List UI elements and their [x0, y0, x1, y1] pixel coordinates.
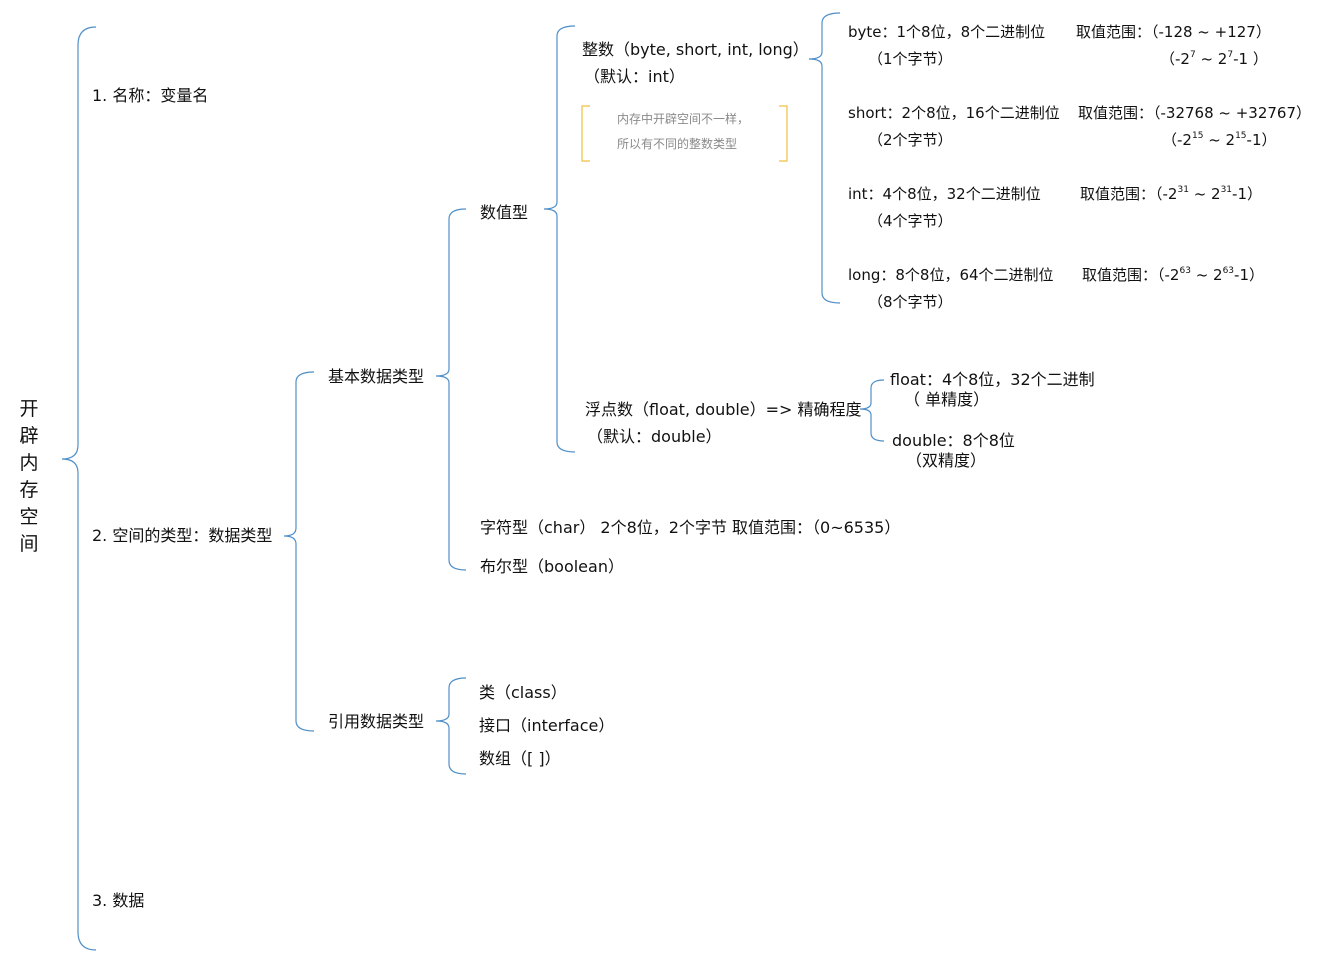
- short-size: （2个字节）: [868, 131, 953, 149]
- node-float: 浮点数（float, double）=> 精确程度: [585, 400, 862, 419]
- float-precision: （ 单精度）: [904, 390, 990, 409]
- root-char: 辟: [19, 425, 39, 447]
- double-precision: （双精度）: [906, 451, 987, 470]
- int-desc: int：4个8位，32个二进制位: [848, 185, 1041, 203]
- node-boolean: 布尔型（boolean）: [480, 557, 624, 576]
- note-bracket-left: [581, 105, 590, 162]
- brace-root: [61, 26, 97, 951]
- node-primitive-types: 基本数据类型: [328, 367, 425, 386]
- node-interface: 接口（interface）: [479, 716, 615, 735]
- root-char: 存: [19, 479, 39, 501]
- long-size: （8个字节）: [868, 293, 953, 311]
- root-char: 开: [19, 398, 39, 420]
- short-desc: short：2个8位，16个二进制位: [848, 104, 1060, 122]
- node-integer: 整数（byte, short, int, long）: [582, 40, 809, 59]
- brace-primitive: [435, 208, 467, 571]
- brace-data-type: [283, 371, 315, 732]
- byte-range-power: （-27 ~ 27-1 ）: [1160, 50, 1268, 68]
- brace-float: [859, 379, 885, 442]
- int-range-power: 取值范围：（-231 ~ 231-1）: [1080, 185, 1262, 203]
- float-default: （默认：double）: [587, 427, 722, 446]
- byte-desc: byte：1个8位，8个二进制位: [848, 23, 1046, 41]
- root-char: 空: [19, 506, 39, 528]
- integer-default: （默认：int）: [584, 67, 685, 86]
- long-desc: long：8个8位，64个二进制位: [848, 266, 1054, 284]
- brace-numeric: [543, 25, 576, 453]
- node-class: 类（class）: [479, 683, 567, 702]
- double-desc: double：8个8位: [892, 431, 1015, 450]
- node-reference-types: 引用数据类型: [328, 712, 425, 731]
- note-bracket-right: [779, 105, 788, 162]
- node-name: 1. 名称：变量名: [92, 86, 209, 105]
- brace-integer: [808, 12, 841, 304]
- byte-range: 取值范围：（-128 ~ +127）: [1076, 23, 1271, 41]
- node-numeric: 数值型: [480, 203, 529, 222]
- integer-note-line2: 所以有不同的整数类型: [617, 137, 738, 151]
- node-char: 字符型（char） 2个8位，2个字节 取值范围：（0~6535）: [480, 518, 901, 537]
- node-space-type: 2. 空间的类型：数据类型: [92, 526, 273, 545]
- root-label: 开 辟 内 存 空 间: [18, 396, 40, 558]
- node-array: 数组（[ ]）: [479, 749, 561, 768]
- short-range: 取值范围：（-32768 ~ +32767）: [1078, 104, 1312, 122]
- short-range-power: （-215 ~ 215-1）: [1162, 131, 1277, 149]
- byte-size: （1个字节）: [868, 50, 953, 68]
- root-char: 内: [19, 452, 39, 474]
- root-char: 间: [19, 533, 39, 555]
- integer-note-line1: 内存中开辟空间不一样，: [617, 112, 750, 126]
- float-desc: float：4个8位，32个二进制: [890, 370, 1095, 389]
- brace-reference: [435, 677, 467, 775]
- node-data: 3. 数据: [92, 891, 145, 910]
- int-size: （4个字节）: [868, 212, 953, 230]
- long-range-power: 取值范围：（-263 ~ 263-1）: [1082, 266, 1264, 284]
